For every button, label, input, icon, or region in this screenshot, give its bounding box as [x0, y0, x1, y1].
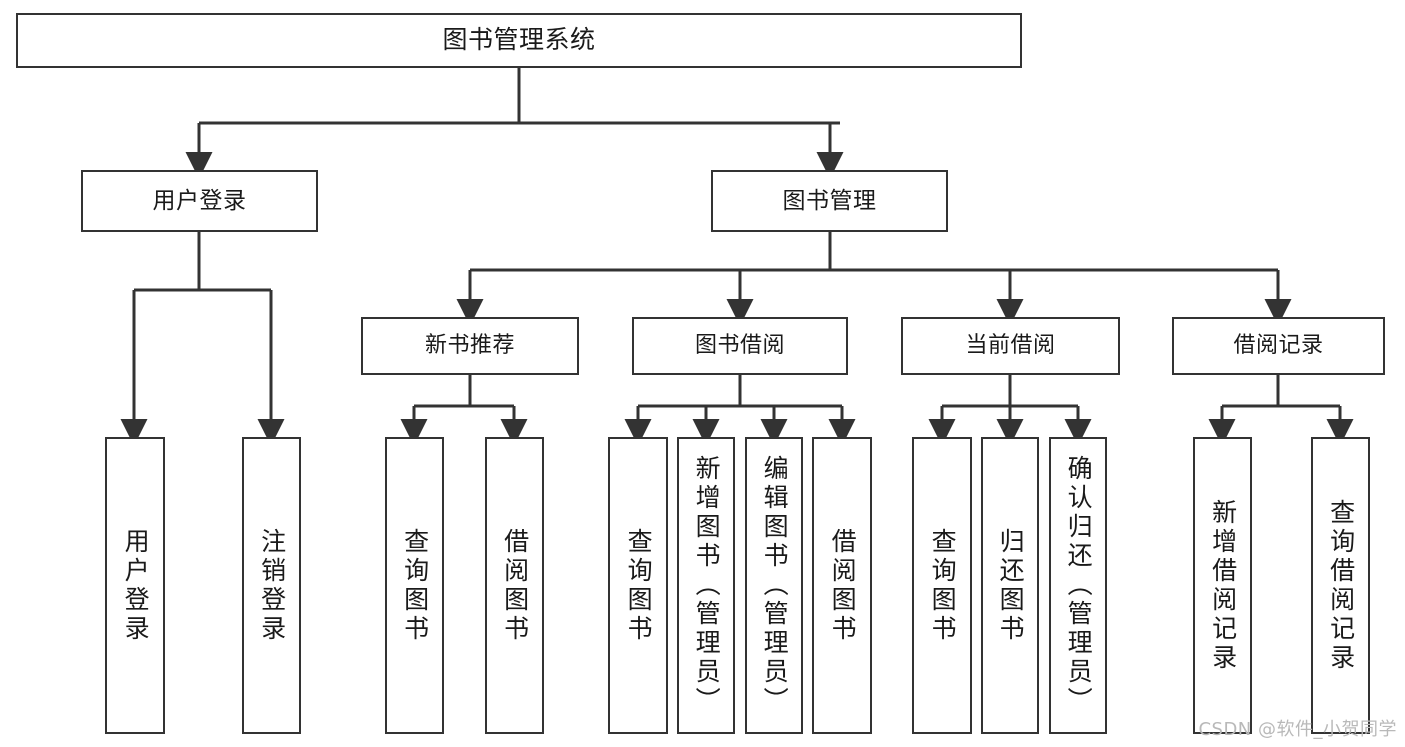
node-label: 当前借阅 — [965, 332, 1056, 358]
node-label: 借阅图书 — [500, 527, 530, 644]
node-label: 归还图书 — [996, 527, 1026, 644]
node-root-system[interactable]: 图书管理系统 — [16, 13, 1022, 68]
node-label: 借阅记录 — [1233, 332, 1324, 358]
node-label: 图书管理系统 — [442, 25, 596, 55]
leaf-node-return-book[interactable]: 归还图书 — [981, 437, 1039, 734]
leaf-node-query-book-borrow[interactable]: 查询图书 — [608, 437, 668, 734]
leaf-node-borrow-book[interactable]: 借阅图书 — [812, 437, 872, 734]
node-label: 新书推荐 — [424, 332, 515, 358]
node-label: 查询图书 — [400, 527, 430, 644]
leaf-node-borrow-book-recommend[interactable]: 借阅图书 — [485, 437, 544, 734]
node-label: 图书借阅 — [694, 332, 785, 358]
node-borrow-record[interactable]: 借阅记录 — [1172, 317, 1385, 375]
node-user-login[interactable]: 用户登录 — [81, 170, 318, 232]
leaf-node-query-book-recommend[interactable]: 查询图书 — [385, 437, 444, 734]
node-new-book-recommend[interactable]: 新书推荐 — [361, 317, 579, 375]
leaf-node-confirm-return-admin[interactable]: 确认归还（管理员） — [1049, 437, 1107, 734]
leaf-node-add-borrow-record[interactable]: 新增借阅记录 — [1193, 437, 1252, 734]
leaf-node-query-borrow-record[interactable]: 查询借阅记录 — [1311, 437, 1370, 734]
node-label: 新增图书（管理员） — [692, 455, 722, 716]
node-label: 确认归还（管理员） — [1064, 455, 1094, 716]
leaf-node-user-login[interactable]: 用户登录 — [105, 437, 165, 734]
leaf-node-logout[interactable]: 注销登录 — [242, 437, 301, 734]
node-label: 新增借阅记录 — [1208, 498, 1238, 673]
node-label: 用户登录 — [121, 527, 151, 644]
node-label: 查询图书 — [624, 527, 654, 644]
node-current-borrow[interactable]: 当前借阅 — [901, 317, 1120, 375]
leaf-node-query-book-current[interactable]: 查询图书 — [912, 437, 972, 734]
node-label: 注销登录 — [257, 527, 287, 644]
node-label: 查询图书 — [928, 527, 958, 644]
node-book-borrow[interactable]: 图书借阅 — [632, 317, 848, 375]
leaf-node-add-book-admin[interactable]: 新增图书（管理员） — [677, 437, 735, 734]
node-label: 用户登录 — [152, 187, 247, 214]
node-label: 查询借阅记录 — [1326, 498, 1356, 673]
node-label: 借阅图书 — [828, 527, 858, 644]
node-label: 编辑图书（管理员） — [760, 455, 790, 716]
leaf-node-edit-book-admin[interactable]: 编辑图书（管理员） — [745, 437, 803, 734]
node-book-management[interactable]: 图书管理 — [711, 170, 948, 232]
node-label: 图书管理 — [782, 187, 877, 214]
csdn-watermark: CSDN @软件_小贺同学 — [1198, 719, 1397, 740]
